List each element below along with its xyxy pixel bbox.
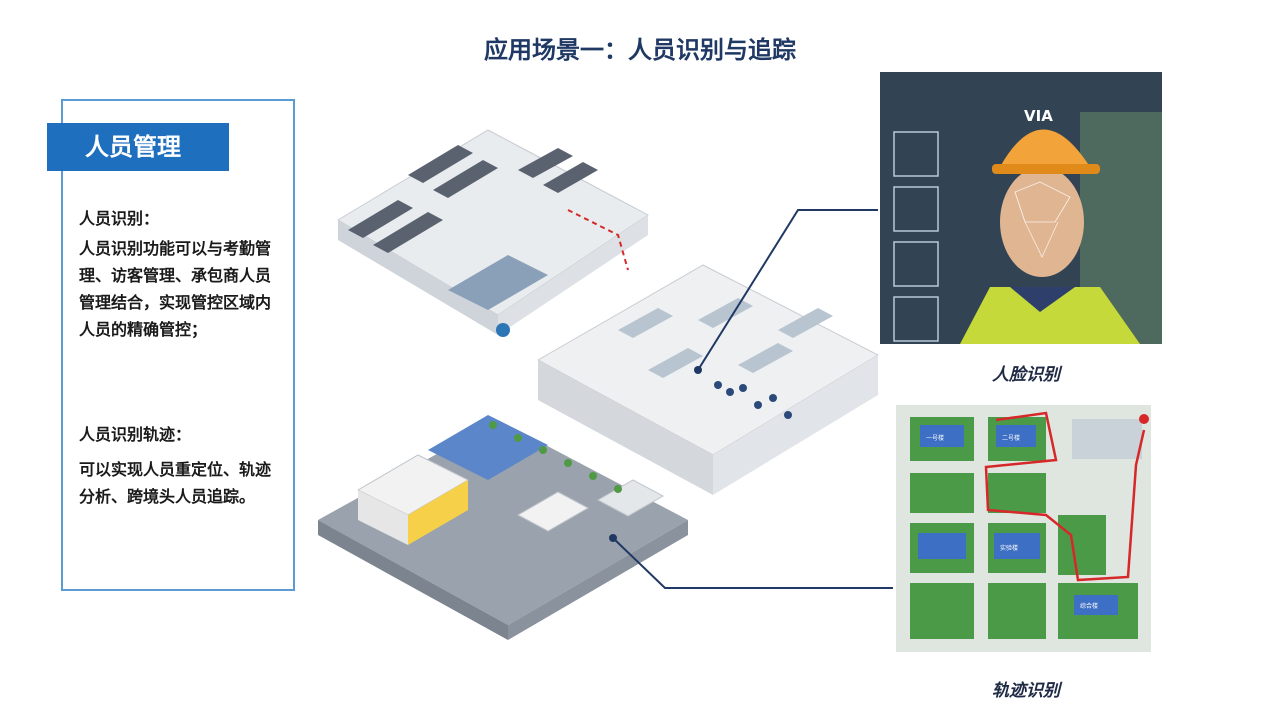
section-heading-track: 人员识别轨迹： — [79, 425, 192, 444]
section-body-track: 可以实现人员重定位、轨迹分析、跨境头人员追踪。 — [79, 460, 272, 506]
map-label-3: 实验楼 — [1000, 545, 1019, 552]
trajectory-map: 一号楼 二号楼 实验楼 综合楼 — [896, 405, 1151, 652]
map-label-4: 综合楼 — [1080, 603, 1099, 610]
info-panel: 人员管理 人员识别： 人员识别功能可以与考勤管理、访客管理、承包商人员管理结合，… — [47, 99, 295, 591]
map-label-2: 二号楼 — [1002, 435, 1021, 442]
tool-icon — [893, 241, 939, 287]
connector-track — [612, 537, 893, 589]
face-id-icon — [893, 131, 939, 177]
map-label-1: 一号楼 — [926, 435, 945, 442]
office-building — [536, 264, 880, 495]
factory-campus — [318, 415, 688, 640]
track-caption: 轨迹识别 — [992, 681, 1060, 701]
page-title: 应用场景一：人员识别与追踪 — [484, 36, 796, 64]
helmet-logo: VIA — [1024, 107, 1053, 125]
server-room-building — [337, 129, 649, 337]
panel-header: 人员管理 — [47, 123, 229, 171]
face-caption: 人脸识别 — [992, 365, 1060, 385]
section-heading-identify: 人员识别： — [79, 209, 160, 228]
phone-icon — [893, 186, 939, 232]
connector-face — [697, 209, 878, 371]
eye-icon — [893, 296, 939, 342]
location-pin-icon — [1139, 414, 1149, 424]
section-body-identify: 人员识别功能可以与考勤管理、访客管理、承包商人员管理结合，实现管控区域内人员的精… — [79, 239, 272, 339]
isometric-campus-illustration — [318, 129, 880, 640]
face-recognition-photo: VIA — [880, 72, 1162, 344]
